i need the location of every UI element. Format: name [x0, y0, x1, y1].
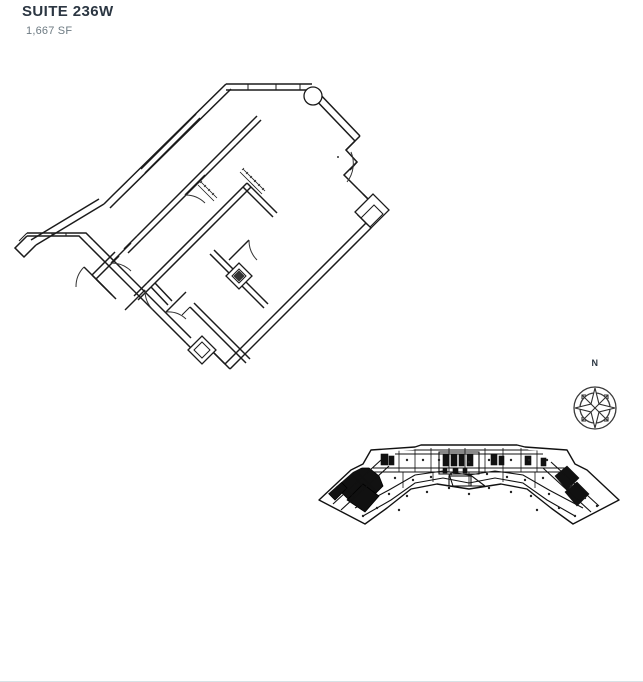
key-plan-core [438, 451, 486, 487]
key-plan-right-wing-detail [542, 461, 600, 513]
exterior-walls [13, 83, 390, 370]
reference-dot [337, 156, 339, 158]
door-swing-vestibule-south [124, 289, 154, 311]
key-plan-svg [318, 444, 620, 525]
building-key-plan [303, 428, 633, 540]
suite-floor-plan [0, 52, 420, 462]
floor-plan-svg [13, 83, 390, 370]
door-swing-east-notch [346, 151, 354, 183]
interior-partitions [91, 113, 278, 365]
hatched-opening [197, 167, 266, 202]
door-swing-south-corridor [165, 291, 187, 320]
plan-header: SUITE 236W 1,667 SF [22, 2, 322, 39]
north-label: N [591, 358, 599, 368]
suite-area-label: 1,667 SF [26, 25, 73, 37]
door-swing-west-office [75, 266, 105, 288]
compass-rose-svg [573, 386, 617, 430]
compass-rose: N [558, 358, 632, 436]
column-marker [303, 86, 323, 106]
door-swing-east-office [228, 239, 258, 261]
door-swing-north-office [184, 174, 206, 204]
door-swing-vestibule-north [110, 242, 132, 272]
page-title: SUITE 236W [22, 3, 114, 20]
key-plan-column-dots [361, 458, 599, 518]
